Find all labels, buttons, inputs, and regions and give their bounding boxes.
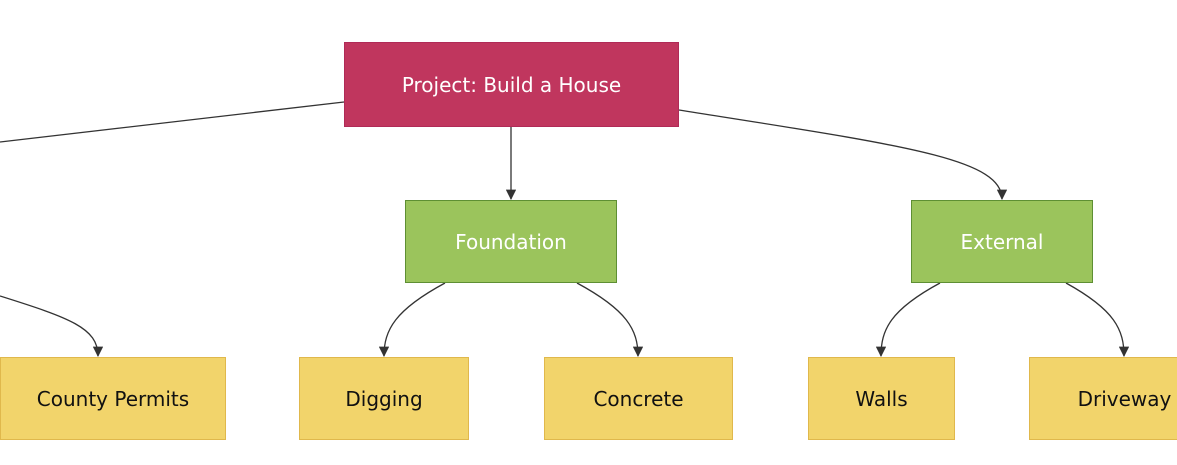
phase-node-foundation: Foundation [405, 200, 617, 283]
phase-node-label: External [960, 229, 1044, 254]
task-node-county-permits: County Permits [0, 357, 226, 440]
task-node-driveway: Driveway [1029, 357, 1177, 440]
root-node-label: Project: Build a House [401, 72, 622, 97]
task-node-concrete: Concrete [544, 357, 733, 440]
edge-foundation-to-digging [378, 282, 446, 358]
task-node-label: Driveway [1077, 386, 1172, 411]
root-node: Project: Build a House [344, 42, 679, 127]
edge-external-to-walls [875, 282, 941, 358]
edge-external-to-driveway [1065, 282, 1130, 358]
task-node-label: Walls [855, 386, 908, 411]
task-node-walls: Walls [808, 357, 955, 440]
edge-left-phase-to-county-permits [0, 295, 104, 358]
task-node-digging: Digging [299, 357, 469, 440]
edge-root-to-left-phase [0, 101, 345, 143]
task-node-label: Digging [345, 386, 423, 411]
task-node-label: Concrete [593, 386, 684, 411]
edge-foundation-to-concrete [576, 282, 644, 358]
phase-node-external: External [911, 200, 1093, 283]
phase-node-label: Foundation [455, 229, 567, 254]
task-node-label: County Permits [36, 386, 190, 411]
edge-root-to-external [678, 109, 1008, 201]
